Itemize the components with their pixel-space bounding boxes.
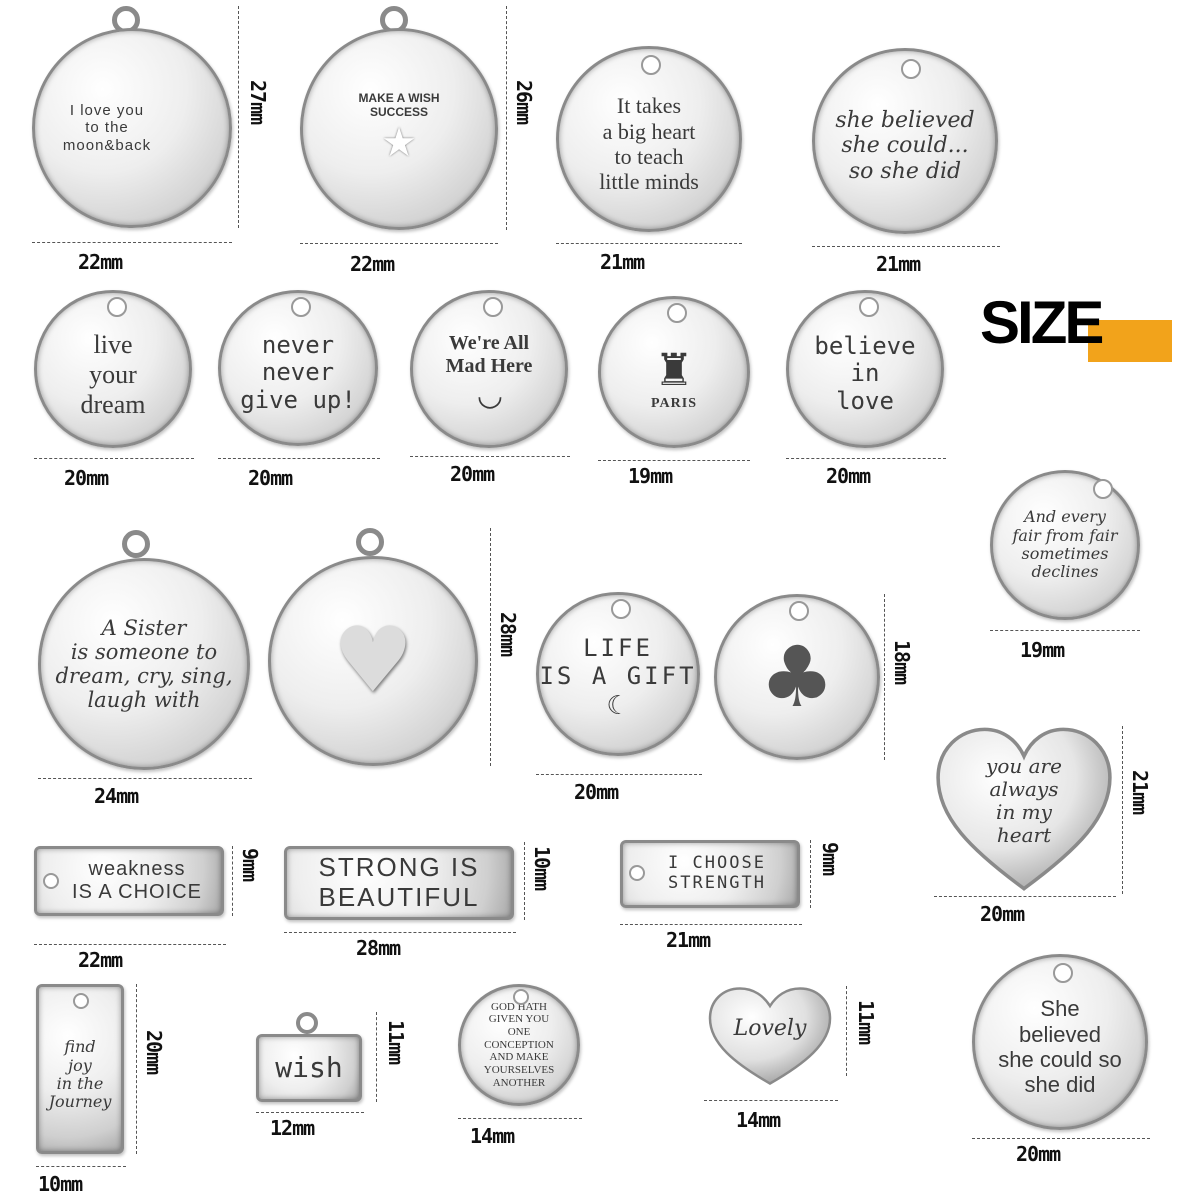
width-label: 21mm [666,928,711,952]
charm-make-a-wish: MAKE A WISH SUCCESS ★ [300,28,498,230]
height-label: 18mm [890,640,914,685]
width-label: 20mm [248,466,293,490]
charm-loop [356,528,384,556]
width-label: 24mm [94,784,139,808]
width-label: 20mm [574,780,619,804]
height-label: 11mm [854,1000,878,1045]
charm-life-is-a-gift: LIFE IS A GIFT ☾ [536,592,700,756]
charm-text: believe in love [814,331,916,415]
charm-text: And every fair from fair sometimes decli… [1012,507,1118,582]
star-icon: ★ [381,119,417,166]
size-logo-accent [1088,320,1172,362]
charm-find-joy: find joy in the Journey [36,984,124,1154]
width-label: 28mm [356,936,401,960]
width-label: 22mm [350,252,395,276]
charm-text: wish [275,1050,343,1084]
charm-big-heart: It takes a big heart to teach little min… [556,46,742,232]
width-label: 12mm [270,1116,315,1140]
charm-text: We're All Mad Here [445,331,533,377]
eiffel-tower-icon: ♜ [654,345,694,397]
charm-god-hath-given: GOD HATH GIVEN YOU ONE CONCEPTION AND MA… [458,984,580,1106]
height-label: 10mm [530,846,554,891]
size-logo: SIZE [980,292,1175,364]
heart-shape [708,987,832,1085]
charm-text: you are always in my heart [986,754,1062,847]
charm-text: A Sister is someone to dream, cry, sing,… [55,615,233,713]
width-label: 21mm [600,250,645,274]
height-label: 27mm [246,80,270,125]
charm-she-believed-could: She believed she could so she did [972,954,1148,1130]
height-label: 21mm [1128,770,1152,815]
charm-text: LIFE IS A GIFT [539,634,697,690]
width-label: 20mm [980,902,1025,926]
height-label: 20mm [142,1030,166,1075]
charm-text: I CHOOSE STRENGTH [668,853,766,893]
charm-text: never never give up! [240,330,356,414]
width-label: 20mm [1016,1142,1061,1166]
charm-wish: wish [256,1034,362,1102]
width-label: 14mm [736,1108,781,1132]
charm-believe-in-love: believe in love [786,290,944,448]
size-logo-text: SIZE [980,289,1104,356]
charm-loop [122,530,150,558]
charm-she-believed: she believed she could... so she did [812,48,998,234]
width-label: 19mm [1020,638,1065,662]
height-label: 28mm [496,612,520,657]
height-label: 9mm [818,842,842,876]
charm-text: find joy in the Journey [48,1037,112,1112]
charm-text: she believed she could... so she did [835,108,975,184]
width-label: 19mm [628,464,673,488]
charm-text: weakness IS A CHOICE [72,858,202,903]
charm-text: GOD HATH GIVEN YOU ONE CONCEPTION AND MA… [483,1000,555,1089]
charm-text: She believed she could so she did [998,996,1122,1098]
charm-loop [296,1012,318,1034]
width-label: 21mm [876,252,921,276]
heart-shape [936,727,1112,891]
charm-text: Lovely [733,1016,807,1042]
hearts-icon: ♥ [332,608,414,713]
charm-mad-here: We're All Mad Here ◡ [410,290,568,448]
charm-lovely-heart: Lovely [704,986,836,1086]
height-label: 9mm [238,848,262,882]
grin-icon: ◡ [476,377,503,413]
width-label: 22mm [78,948,123,972]
charm-moon: I love you to the moon&back [32,28,232,228]
charm-paris: ♜ PARIS [598,296,750,448]
width-label: 20mm [450,462,495,486]
charm-a-sister: A Sister is someone to dream, cry, sing,… [38,558,250,770]
charm-live-your-dream: live your dream [34,290,192,448]
charm-text: I love you to the moon&back [62,102,152,154]
width-label: 20mm [64,466,109,490]
charm-text: MAKE A WISH SUCCESS [358,91,440,119]
width-label: 14mm [470,1124,515,1148]
charm-i-choose-strength: I CHOOSE STRENGTH [620,840,800,908]
charm-text: live your dream [80,330,146,419]
charm-two-hearts: ♥ [268,556,478,766]
width-label: 10mm [38,1172,83,1196]
tree-icon: ♣ [759,628,835,726]
charm-text: STRONG IS BEAUTIFUL [318,852,480,912]
charm-never-give-up: never never give up! [218,290,378,446]
charm-strong-is-beautiful: STRONG IS BEAUTIFUL [284,846,514,920]
moon-icon: ☾ [606,690,630,721]
height-label: 26mm [512,80,536,125]
charm-heart-always: you are always in my heart [934,724,1114,894]
height-label: 11mm [384,1020,408,1065]
width-label: 22mm [78,250,123,274]
charm-every-fair: And every fair from fair sometimes decli… [990,470,1140,620]
charm-weakness-choice: weakness IS A CHOICE [34,846,224,916]
charm-text: PARIS [651,396,697,412]
width-label: 20mm [826,464,871,488]
charm-text: It takes a big heart to teach little min… [599,93,699,195]
charm-tree-of-life: ♣ [714,594,880,760]
